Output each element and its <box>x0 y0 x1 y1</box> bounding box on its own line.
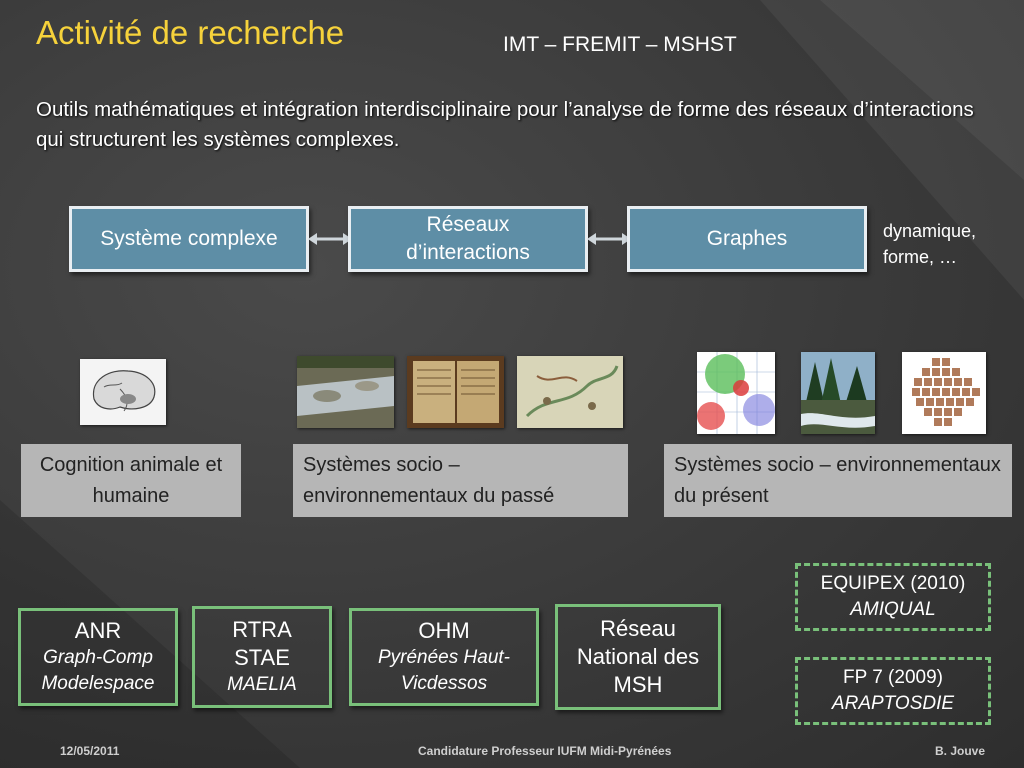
manuscript-image <box>407 356 504 428</box>
circles-chart-image <box>697 352 775 434</box>
project-line2: National des <box>576 644 700 669</box>
domain-box-present: Systèmes socio – environnementaux du pré… <box>664 444 1012 517</box>
faces-network-image <box>902 352 986 434</box>
footer-author: B. Jouve <box>935 744 986 758</box>
project-box-reseau-msh: Réseau National des MSH <box>555 604 721 710</box>
double-arrow-icon <box>308 233 352 245</box>
project-line2: Pyrénées Haut- <box>377 647 510 668</box>
dashed-line1: FP 7 (2009) <box>843 667 943 688</box>
side-note: dynamique, forme, … <box>883 221 977 267</box>
map-image <box>517 356 623 428</box>
project-line1: RTRA <box>232 617 292 642</box>
river-image <box>297 356 394 428</box>
dashed-box-equipex: EQUIPEX (2010) AMIQUAL <box>795 563 991 631</box>
project-line3: Modelespace <box>41 673 155 694</box>
dashed-line1: EQUIPEX (2010) <box>820 573 966 594</box>
project-line2: Graph-Comp <box>43 647 153 668</box>
dashed-line2: ARAPTOSDIE <box>831 693 955 714</box>
project-box-ohm: OHM Pyrénées Haut- Vicdessos <box>349 608 539 706</box>
project-line3: Vicdessos <box>400 673 488 694</box>
dashed-box-fp7: FP 7 (2009) ARAPTOSDIE <box>795 657 991 725</box>
project-line3: MSH <box>613 672 663 697</box>
footer-date: 12/05/2011 <box>60 744 120 758</box>
flow-box-reseaux: Réseaux d’interactions <box>348 206 588 272</box>
slide-subtitle: IMT – FREMIT – MSHST <box>503 33 737 56</box>
project-line1: ANR <box>74 618 122 643</box>
project-line3: MAELIA <box>227 674 297 695</box>
flow-box-label: Réseaux d’interactions <box>406 213 530 264</box>
project-box-rtra: RTRA STAE MAELIA <box>192 606 332 708</box>
double-arrow-icon <box>587 233 631 245</box>
intro-text: Outils mathématiques et intégration inte… <box>36 98 974 151</box>
domain-box-cognition: Cognition animale et humaine <box>21 444 241 517</box>
project-line1: OHM <box>418 618 470 643</box>
dashed-line2: AMIQUAL <box>850 599 936 620</box>
flow-box-systeme-complexe: Système complexe <box>69 206 309 272</box>
brain-image <box>80 359 166 425</box>
slide-title: Activité de recherche <box>36 14 345 51</box>
flow-box-label: Graphes <box>706 227 788 250</box>
flow-box-graphes: Graphes <box>627 206 867 272</box>
domain-box-passe: Systèmes socio – environnementaux du pas… <box>293 444 628 517</box>
forest-stream-image <box>801 352 875 434</box>
footer-center: Candidature Professeur IUFM Midi-Pyrénée… <box>418 744 672 758</box>
project-line2: STAE <box>234 645 290 670</box>
flow-box-label: Système complexe <box>100 227 278 250</box>
project-line1: Réseau <box>600 616 676 641</box>
project-box-anr: ANR Graph-Comp Modelespace <box>18 608 178 706</box>
